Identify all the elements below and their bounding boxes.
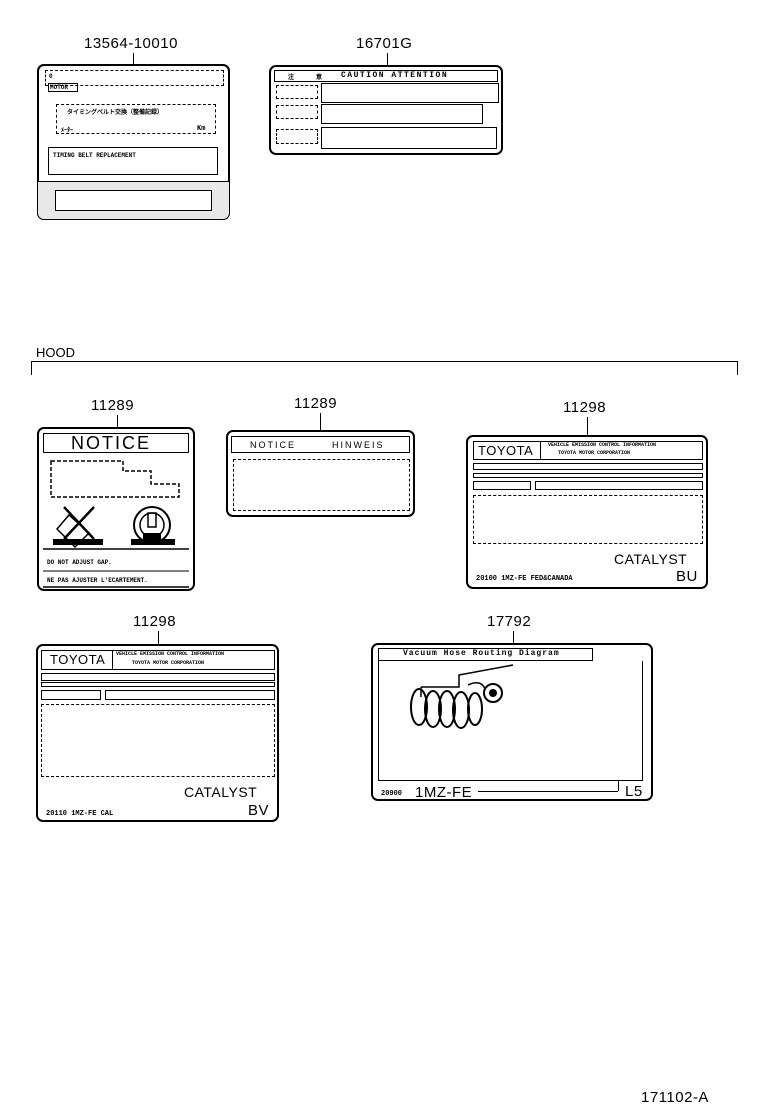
leader-line [587,417,588,437]
caution-jp-left: 注 [288,74,295,81]
part-number-13564-10010: 13564-10010 [84,35,178,52]
caution-right-field-3 [321,127,497,149]
caution-label: 注 意 CAUTION ATTENTION [269,65,503,155]
notice-hinweis-label: NOTICE HINWEIS [226,430,415,517]
vacuum-footer-tick [618,781,619,791]
leader-line [133,53,134,68]
emission-bu-row2 [473,473,703,478]
belt-label-replacement-box [48,147,218,175]
notice-hinweis-title-bar [231,436,410,453]
vacuum-code-small: 20900 [381,790,403,798]
belt-label-top-field [45,70,224,86]
vacuum-title: Vacuum Hose Routing Diagram [403,649,560,658]
vacuum-footer-line [478,791,618,792]
hood-bracket-left-tick [31,361,32,375]
emission-label-bv: TOYOTA VEHICLE EMISSION CONTROL INFORMAT… [36,644,279,822]
emission-bv-brand: TOYOTA [50,652,106,667]
emission-bv-row2 [41,682,275,687]
part-number-16701G: 16701G [356,35,413,52]
belt-label-code: 0 [49,73,53,80]
part-number-11289-notice: 11289 [91,397,135,414]
emission-bu-code: BU [676,568,698,585]
emission-bv-header1: VEHICLE EMISSION CONTROL INFORMATION [116,651,225,657]
emission-bv-catalyst: CATALYST [184,784,258,800]
belt-label-tag [48,83,78,92]
emission-label-bu: TOYOTA VEHICLE EMISSION CONTROL INFORMAT… [466,435,708,589]
emission-bu-body-field [473,495,703,544]
notice-hinweis-title-left: NOTICE [250,440,297,450]
vacuum-engine-drawing [410,664,514,729]
emission-bu-footer: 20100 1MZ-FE FED&CANADA [476,575,573,583]
vacuum-suffix: L5 [625,783,643,800]
notice-gap-line1: DO NOT ADJUST GAP. [47,559,112,566]
vacuum-engine: 1MZ-FE [415,784,473,801]
belt-label-record-field [56,104,216,134]
vacuum-title-bar [378,648,593,661]
hood-bracket-line [31,361,738,362]
notice-hinweis-title-right: HINWEIS [332,440,385,450]
part-number-11289-hinweis: 11289 [294,395,338,412]
emission-bu-row1 [473,463,703,470]
emission-bv-header-box [41,650,275,670]
leader-line [513,631,514,645]
emission-bv-header2: TOYOTA MOTOR CORPORATION [132,660,205,666]
caution-left-field-1 [276,85,318,99]
belt-label-replacement-text: TIMING BELT REPLACEMENT [53,152,136,159]
notice-gap-line2: NE PAS AJUSTER L'ECARTEMENT. [47,577,148,584]
leader-line [158,631,159,647]
emission-bu-catalyst: CATALYST [614,551,688,567]
emission-bv-field-left [41,690,101,700]
part-number-17792: 17792 [487,613,532,630]
caution-left-field-2 [276,105,318,119]
belt-label-jp-small: ﾒｰﾀｰ [61,127,74,134]
belt-label-jp-line: タイミングベルト交換（整備記録） [67,109,164,116]
notice-gap-label: NOTICE DO NOT ADJUST GAP. NE PAS AJUSTER… [37,427,195,591]
belt-replacement-label: 0 MOTOR タイミングベルト交換（整備記録） ﾒｰﾀｰ Km TIMING … [37,64,230,220]
caution-jp-right: 意 [316,74,323,81]
notice-gap-graphics [43,460,189,588]
emission-bv-code: BV [248,802,270,819]
emission-bu-brand: TOYOTA [478,443,534,458]
leader-line [117,415,118,429]
emission-bu-header1: VEHICLE EMISSION CONTROL INFORMATION [548,442,657,448]
hood-bracket-right-tick [737,361,738,375]
notice-hinweis-body-field [233,459,410,511]
vacuum-diagram-frame [378,661,643,781]
belt-label-tag-text: MOTOR [50,84,69,91]
part-number-11298-bu: 11298 [563,399,607,416]
caution-left-field-3 [276,129,318,144]
leader-line [387,53,388,66]
leader-line [320,413,321,431]
emission-bv-body-field [41,704,275,777]
belt-label-unit: Km [197,125,206,133]
emission-bu-brand-divider [540,441,541,460]
caution-right-field-2 [321,104,483,124]
caution-right-field-1 [321,83,499,103]
section-label-hood: HOOD [36,345,75,360]
emission-bv-row1 [41,673,275,681]
belt-label-bottom-box [55,190,212,211]
emission-bv-footer: 20110 1MZ-FE CAL [46,810,114,818]
notice-gap-title-bar [43,433,189,453]
notice-gap-title: NOTICE [71,433,152,453]
emission-bu-header2: TOYOTA MOTOR CORPORATION [558,450,631,456]
emission-bu-field-left [473,481,531,490]
emission-bu-header-box [473,441,703,460]
emission-bu-field-right [535,481,703,490]
part-number-11298-bv: 11298 [133,613,177,630]
caution-header-text: CAUTION ATTENTION [341,71,449,80]
vacuum-hose-label: Vacuum Hose Routing Diagram 20900 1MZ-FE… [371,643,653,801]
caution-header-bar [274,70,498,82]
emission-bv-field-right [105,690,275,700]
emission-bv-brand-divider [112,650,113,670]
figure-number: 171102-A [641,1089,709,1106]
